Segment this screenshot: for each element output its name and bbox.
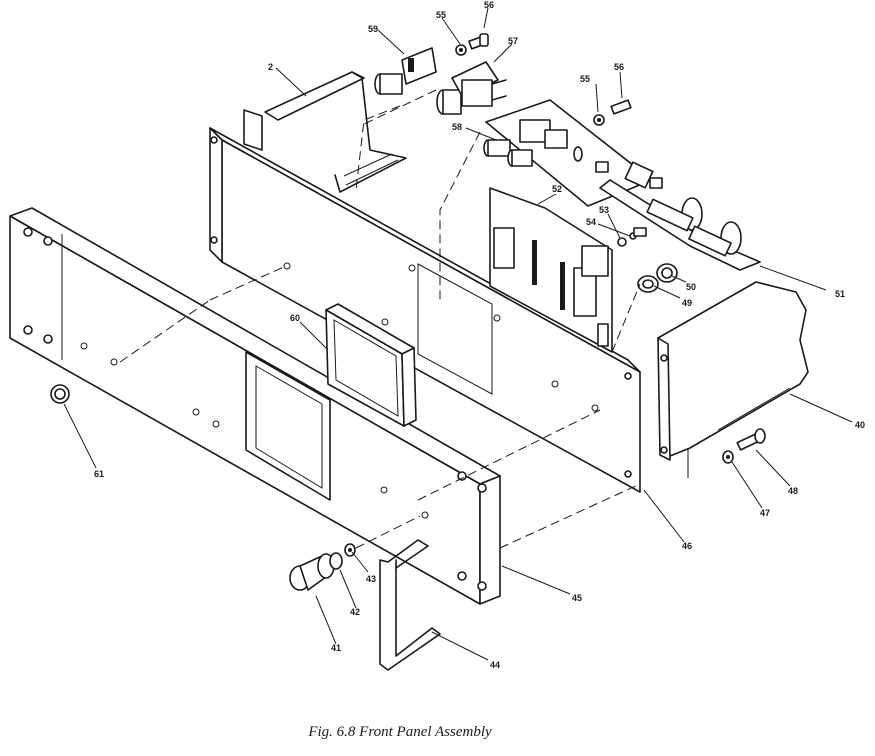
screw-washer-right [593, 99, 632, 126]
callout-59: 59 [368, 24, 378, 34]
front-panel [9, 207, 501, 605]
callout-44: 44 [490, 660, 500, 670]
chassis-rear-plate [209, 127, 641, 493]
nut-washer [637, 263, 678, 293]
callout-49: 49 [682, 298, 692, 308]
pot-hardware [617, 227, 647, 247]
callout-54: 54 [586, 217, 596, 227]
callout-58: 58 [452, 122, 462, 132]
callout-52: 52 [552, 184, 562, 194]
callout-46: 46 [682, 541, 692, 551]
callout-41: 41 [331, 643, 341, 653]
callout-51: 51 [835, 289, 845, 299]
switch-assembly-top [374, 47, 507, 115]
callout-43: 43 [366, 574, 376, 584]
callout-50: 50 [686, 282, 696, 292]
assembly-lines [119, 89, 641, 549]
callout-labels: 2 40 41 42 43 44 45 46 47 48 49 50 51 52… [94, 0, 865, 670]
circuit-board [489, 187, 613, 353]
callout-61: 61 [94, 469, 104, 479]
callout-56b: 56 [614, 62, 624, 72]
knob-assembly [289, 543, 356, 591]
screw-washer-cover [722, 428, 766, 464]
side-cover [657, 281, 809, 478]
nut-61 [50, 384, 70, 404]
callout-60: 60 [290, 313, 300, 323]
handle [379, 539, 441, 671]
figure-caption: Fig. 6.8 Front Panel Assembly [308, 724, 492, 740]
rotary-switches [599, 161, 761, 271]
callout-53: 53 [599, 205, 609, 215]
callout-55b: 55 [580, 74, 590, 84]
callout-48: 48 [788, 486, 798, 496]
leader-lines [63, 7, 853, 661]
display-filter [325, 303, 417, 427]
screw-washer-top [455, 33, 489, 56]
callout-47: 47 [760, 508, 770, 518]
callout-56a: 56 [484, 0, 494, 10]
callout-40: 40 [855, 420, 865, 430]
callout-55a: 55 [436, 10, 446, 20]
callout-2: 2 [268, 62, 273, 72]
callout-45: 45 [572, 593, 582, 603]
top-bracket [243, 71, 407, 193]
callout-57: 57 [508, 36, 518, 46]
callout-42: 42 [350, 607, 360, 617]
